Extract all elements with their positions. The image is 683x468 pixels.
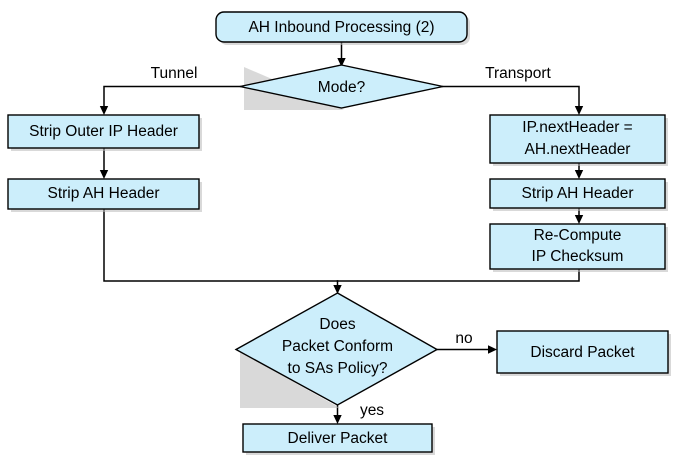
node-strip-ah-header-transport[interactable]: Strip AH Header bbox=[489, 178, 668, 211]
node-recompute-checksum-line1: Re-Compute bbox=[534, 227, 622, 244]
node-mode-decision[interactable]: Mode? bbox=[239, 64, 444, 110]
node-start[interactable]: AH Inbound Processing (2) bbox=[215, 11, 470, 45]
edge-label-no: no bbox=[455, 330, 472, 347]
node-policy-decision-line1: Does bbox=[319, 316, 355, 333]
edge-transport-merge bbox=[336, 268, 580, 282]
node-mode-decision-label: Mode? bbox=[318, 79, 366, 96]
node-deliver-packet[interactable]: Deliver Packet bbox=[242, 423, 435, 455]
node-recompute-checksum-line2: IP Checksum bbox=[532, 248, 624, 265]
node-discard-packet-label: Discard Packet bbox=[530, 344, 635, 361]
edge-label-tunnel: Tunnel bbox=[151, 65, 198, 82]
node-policy-decision[interactable]: Does Packet Conform to SAs Policy? bbox=[234, 292, 439, 408]
node-ip-next-header-line2: AH.nextHeader bbox=[525, 141, 631, 158]
edge-mode-tunnel bbox=[99, 85, 241, 115]
node-discard-packet[interactable]: Discard Packet bbox=[496, 330, 671, 376]
node-recompute-checksum[interactable]: Re-Compute IP Checksum bbox=[489, 223, 668, 272]
edge-policy-no bbox=[436, 345, 497, 354]
node-deliver-packet-label: Deliver Packet bbox=[288, 430, 389, 447]
node-policy-decision-line2: Packet Conform bbox=[282, 338, 393, 355]
edge-merge-to-policy bbox=[333, 280, 342, 294]
edge-label-yes: yes bbox=[360, 402, 384, 419]
node-ip-next-header[interactable]: IP.nextHeader = AH.nextHeader bbox=[489, 114, 668, 166]
edge-label-transport: Transport bbox=[485, 65, 551, 82]
node-start-label: AH Inbound Processing (2) bbox=[248, 19, 434, 36]
edge-start-to-mode bbox=[337, 42, 346, 67]
node-policy-decision-line3: to SAs Policy? bbox=[288, 360, 388, 377]
node-ip-next-header-line1: IP.nextHeader = bbox=[522, 119, 632, 136]
edge-tunnel-merge bbox=[103, 207, 339, 282]
edge-outer-to-ah-tunnel bbox=[99, 147, 109, 179]
node-strip-ah-header-transport-label: Strip AH Header bbox=[522, 185, 634, 202]
node-strip-ah-header-tunnel[interactable]: Strip AH Header bbox=[7, 178, 202, 212]
edge-mode-transport bbox=[442, 85, 584, 115]
node-strip-outer-ip-header-label: Strip Outer IP Header bbox=[29, 123, 178, 140]
node-strip-ah-header-tunnel-label: Strip AH Header bbox=[48, 185, 160, 202]
node-strip-outer-ip-header[interactable]: Strip Outer IP Header bbox=[7, 114, 202, 151]
